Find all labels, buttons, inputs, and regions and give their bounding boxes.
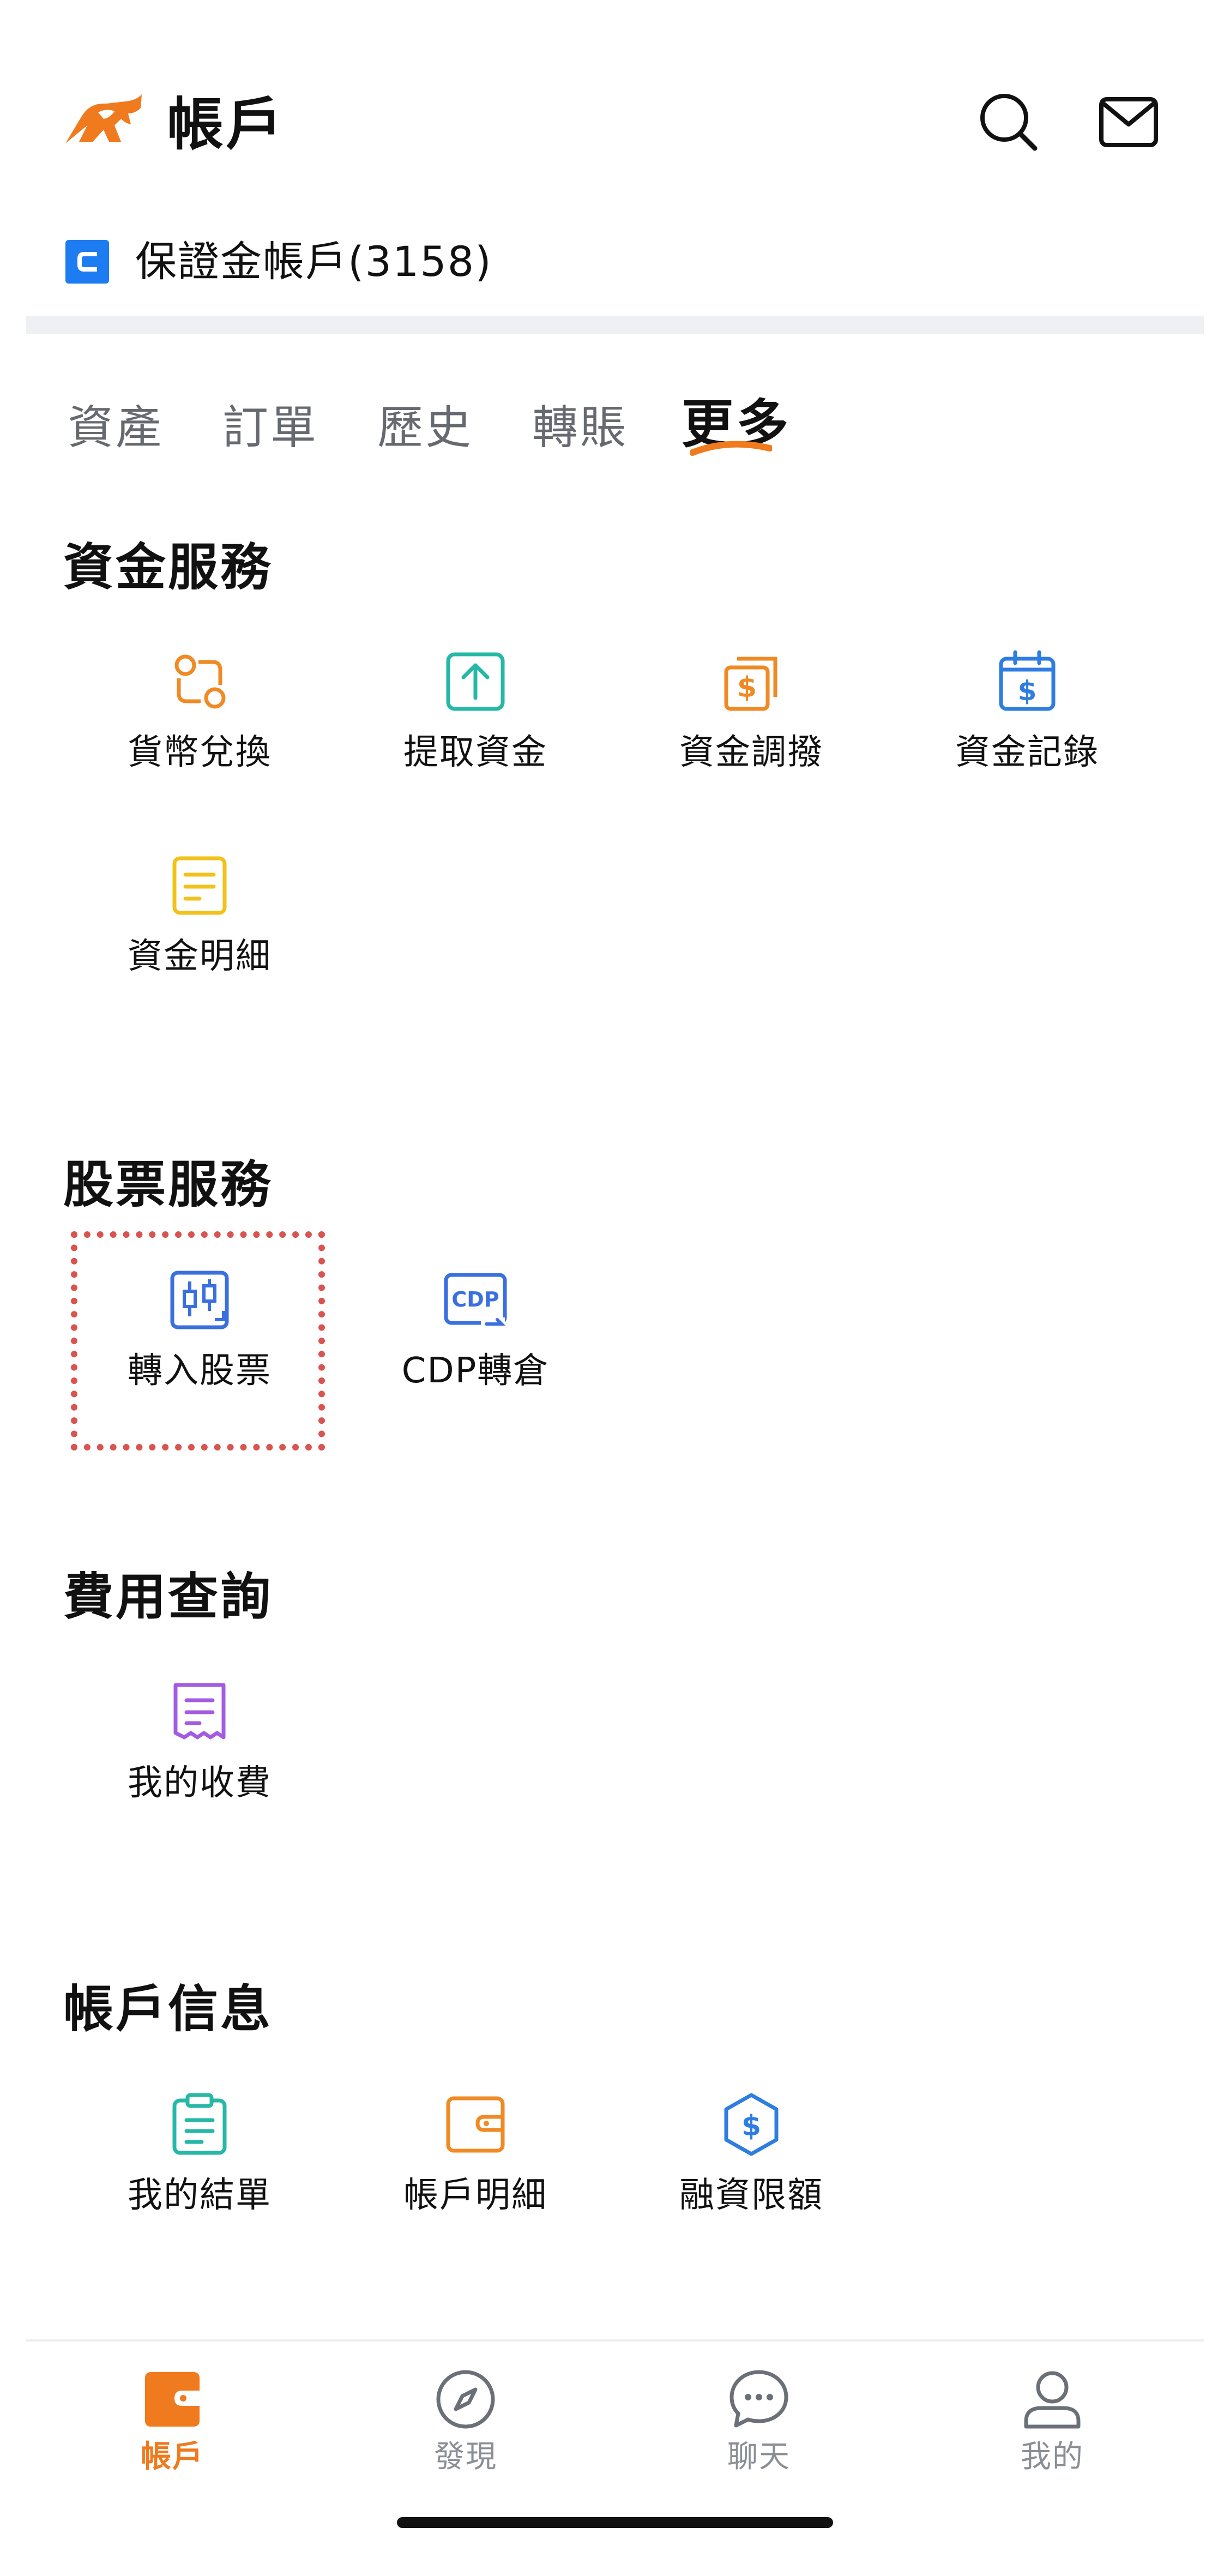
my-fees-button[interactable]: 我的收費 [69,1663,330,1827]
svg-text:$: $ [741,2110,761,2142]
withdraw-funds-button[interactable]: 提取資金 [345,633,606,796]
account-selector[interactable]: 保證金帳戶(3158) [0,229,1230,294]
person-icon [1020,2367,1085,2432]
transfer-in-stocks-button[interactable]: 轉入股票 [69,1251,330,1415]
nav-label: 聊天 [727,2439,791,2475]
candlestick-transfer-icon [167,1267,232,1333]
svg-text:CDP: CDP [451,1287,499,1311]
mail-icon[interactable] [1096,89,1161,155]
currency-exchange-button[interactable]: 貨幣兌換 [69,633,330,796]
wallet-icon [443,2092,508,2157]
tile-label: 貨幣兌換 [128,732,272,773]
withdraw-upload-icon [443,649,508,714]
highlight-box [71,1231,325,1450]
section-title-fees: 費用查詢 [63,1568,273,1626]
nav-label: 我的 [1021,2439,1084,2475]
fund-transfer-button[interactable]: $ 資金調撥 [620,633,882,796]
nav-label: 帳戶 [141,2439,204,2475]
section-divider [26,316,1204,334]
document-lines-icon [167,853,232,918]
tile-label: 我的結單 [128,2175,272,2216]
tile-label: 轉入股票 [128,1351,272,1391]
tab-bar: 資產 訂單 歷史 轉賬 更多 [0,394,1230,471]
tile-label: CDP轉倉 [401,1351,550,1391]
tab-assets[interactable]: 資產 [68,401,164,454]
cdp-icon: CDP [443,1267,508,1333]
fund-records-button[interactable]: $ 資金記錄 [896,633,1158,796]
cdp-transfer-button[interactable]: CDP CDP轉倉 [345,1251,606,1415]
account-label: 保證金帳戶(3158) [135,237,492,286]
nav-discover[interactable]: 發現 [384,2361,547,2487]
chat-bubble-icon [726,2367,792,2432]
nav-label: 發現 [434,2439,497,2475]
section-title-account-info: 帳戶信息 [63,1980,273,2038]
wallet-tab-icon [140,2367,205,2432]
compass-icon [433,2367,498,2432]
svg-text:$: $ [737,671,757,704]
tab-history[interactable]: 歷史 [377,401,474,454]
app-header: 帳戶 [0,82,1230,169]
search-icon[interactable] [976,89,1041,155]
tile-label: 融資限額 [679,2175,823,2216]
tile-label: 資金記錄 [955,732,1099,773]
section-title-funds: 資金服務 [63,538,273,597]
currency-exchange-icon [167,649,232,714]
tile-label: 資金調撥 [679,732,823,773]
tile-label: 資金明細 [128,936,272,977]
active-tab-indicator [689,441,773,456]
page-title: 帳戶 [167,91,285,158]
tile-label: 提取資金 [403,732,547,773]
receipt-icon [167,1680,232,1745]
account-card-icon [65,240,109,284]
fund-details-button[interactable]: 資金明細 [69,836,330,1000]
nav-chat[interactable]: 聊天 [677,2361,841,2487]
clipboard-icon [167,2092,232,2157]
calendar-dollar-icon: $ [994,649,1060,714]
bull-logo-icon [60,92,147,152]
my-statements-button[interactable]: 我的結單 [69,2075,330,2239]
home-indicator [397,2517,833,2528]
tab-transfer[interactable]: 轉賬 [532,401,629,454]
tab-orders[interactable]: 訂單 [222,401,319,454]
nav-me[interactable]: 我的 [970,2361,1134,2487]
hexagon-dollar-icon: $ [719,2092,784,2157]
tile-label: 我的收費 [128,1763,272,1803]
bottom-nav-divider [26,2339,1204,2342]
section-title-stocks: 股票服務 [63,1155,273,1214]
margin-limit-button[interactable]: $ 融資限額 [620,2075,882,2239]
fund-transfer-dollar-icon: $ [719,649,784,714]
svg-text:$: $ [1018,675,1037,707]
account-details-button[interactable]: 帳戶明細 [345,2075,606,2239]
tile-label: 帳戶明細 [403,2175,547,2216]
nav-account[interactable]: 帳戶 [91,2361,254,2487]
